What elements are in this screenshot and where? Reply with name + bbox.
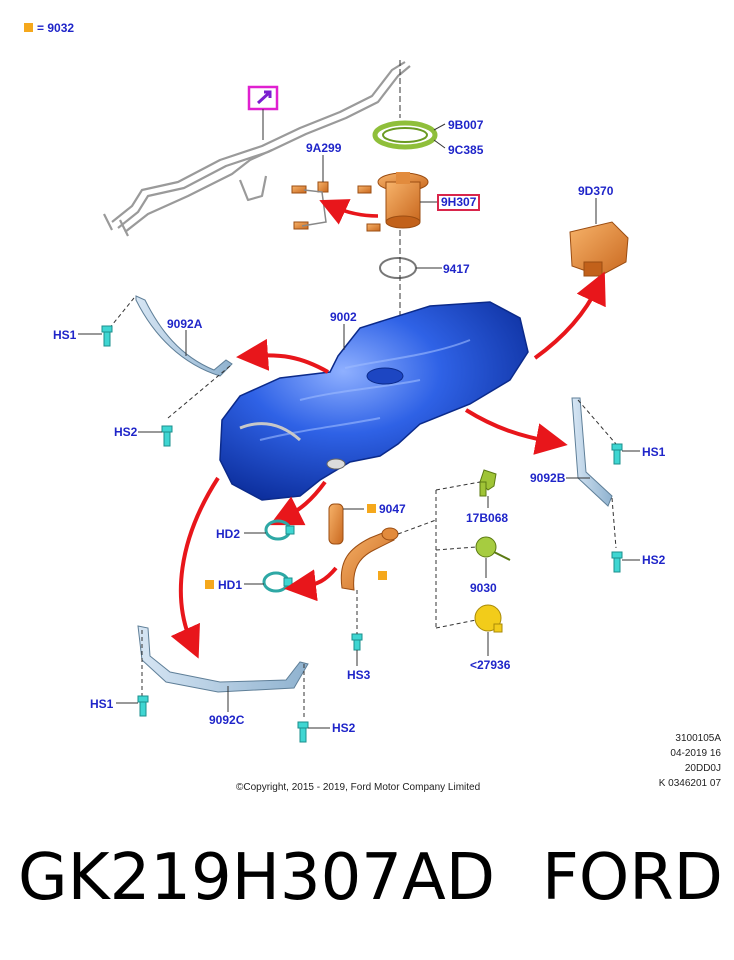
label-9417: 9417 [443,262,470,276]
label-9b007: 9B007 [448,118,484,132]
label-hs1-c: HS1 [90,697,114,711]
fuel-sender-unit-9h307 [377,172,429,229]
label-hs2-c: HS2 [332,721,356,735]
filler-pipe-9047 [328,503,399,591]
marker-filler [378,571,387,580]
fuel-tank-9002 [219,301,529,501]
strap-9092b [571,397,613,507]
label-9092b: 9092B [530,471,566,485]
label-9002: 9002 [330,310,357,324]
label-9092c: 9092C [209,713,245,727]
copyright-notice: ©Copyright, 2015 - 2019, Ford Motor Comp… [236,782,481,793]
lock-ring-9b007 [372,120,438,150]
brand-name: FORD [542,841,723,915]
label-9092a: 9092A [167,317,203,331]
label-9h307: 9H307 [437,194,481,211]
legend-text: = 9032 [37,21,75,35]
label-hs1-b: HS1 [642,445,666,459]
legend-marker [24,23,33,32]
seal-9417 [379,257,417,279]
label-9047: 9047 [379,502,406,516]
fuel-line-arrow-icon [256,90,272,105]
fuel-system-diagram [78,60,640,743]
diagram-metadata: 3100105A 04-2019 16 20DD0J K 0346201 07 [659,731,721,791]
fasteners [101,325,623,743]
label-9030: 9030 [470,581,497,595]
label-27936: <27936 [470,658,511,672]
fuel-lines [103,61,411,237]
label-hd2: HD2 [216,527,241,541]
canister-9d370 [569,221,629,277]
label-hs2-a: HS2 [114,425,138,439]
meta-line: 20DD0J [684,763,721,774]
cap-components [474,469,511,633]
part-number: GK219H307AD [18,841,496,915]
label-9c385: 9C385 [448,143,484,157]
marker-hd1 [205,580,214,589]
strap-9092a [135,295,233,377]
marker-9047 [367,504,376,513]
label-hd1: HD1 [218,578,243,592]
label-hs3: HS3 [347,668,371,682]
label-17b068: 17B068 [466,511,509,525]
legend: = 9032 [24,21,74,35]
label-hs2-b: HS2 [642,553,666,567]
label-9a299: 9A299 [306,141,342,155]
label-hs1-a: HS1 [53,328,77,342]
strap-9092c [137,625,309,693]
label-9d370: 9D370 [578,184,614,198]
meta-line: 3100105A [675,733,721,744]
meta-line: 04-2019 16 [670,748,721,759]
meta-line: K 0346201 07 [658,778,721,789]
